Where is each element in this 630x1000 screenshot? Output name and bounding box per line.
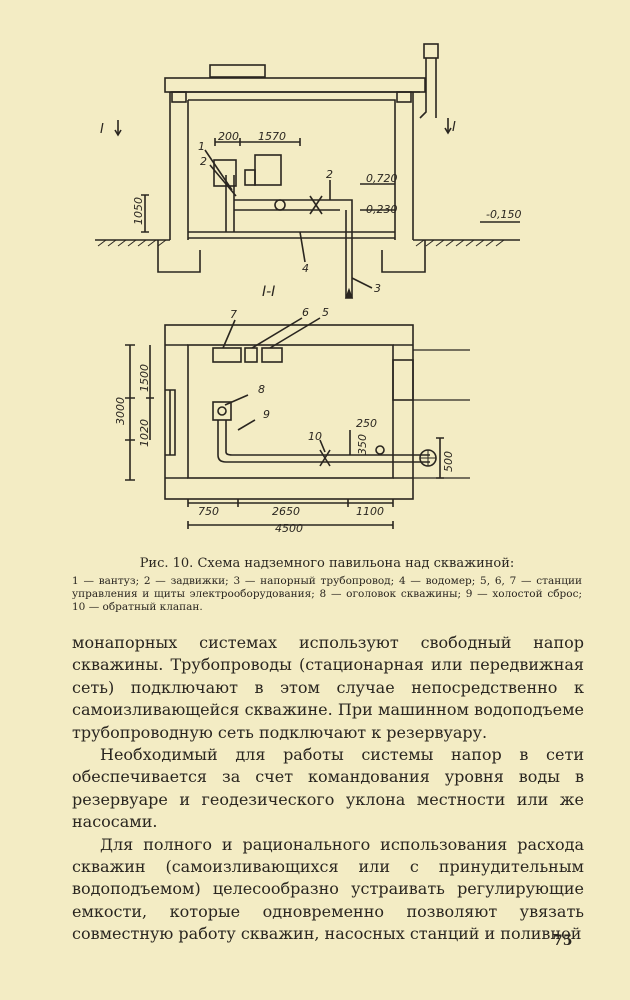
dim-1100: 1100 <box>356 505 384 518</box>
dim-4500: 4500 <box>275 522 303 535</box>
valve <box>309 195 323 215</box>
dim-2650: 2650 <box>272 505 300 518</box>
paragraph-continued: монапорных системах используют свободный… <box>72 633 584 742</box>
vent-pipe-cap <box>423 43 439 59</box>
panel-6 <box>244 347 258 363</box>
cut-label-right: I <box>452 120 456 135</box>
dim-level: -0,150 <box>486 208 521 221</box>
caption-title: Рис. 10. Схема надземного павильона над … <box>139 556 515 571</box>
plan-pipe <box>217 420 392 463</box>
callout-5: 5 <box>322 306 329 319</box>
roof-slab <box>164 77 426 93</box>
riser-pipe <box>340 199 353 298</box>
paragraph: Для полного и рационального использовани… <box>72 834 584 944</box>
callout-7: 7 <box>230 308 237 321</box>
section-label: I-I <box>262 284 275 300</box>
dim-200: 200 <box>218 130 239 143</box>
callout-4: 4 <box>302 262 309 275</box>
panel-5 <box>261 347 283 363</box>
control-panel <box>254 154 282 186</box>
check-valve <box>319 449 331 467</box>
walls <box>169 92 414 240</box>
caption-legend: 1 — вантуз; 2 — задвижки; 3 — напорный т… <box>72 575 582 613</box>
panel-7 <box>212 347 242 363</box>
callout-2b: 2 <box>326 168 333 181</box>
dim-750: 750 <box>198 505 219 518</box>
roof-vent <box>209 64 266 78</box>
body-text: монапорных системах используют свободный… <box>72 632 584 946</box>
figure-caption: Рис. 10. Схема надземного павильона над … <box>72 556 582 614</box>
callout-3: 3 <box>374 282 381 295</box>
callout-10: 10 <box>308 430 322 443</box>
foundation <box>157 240 426 273</box>
dim-250: 250 <box>356 417 377 430</box>
cut-label-left: I <box>100 122 104 137</box>
page-number: 75 <box>553 933 573 949</box>
section-view <box>95 43 520 299</box>
callout-6: 6 <box>302 306 309 319</box>
well-head-8 <box>212 401 232 421</box>
callout-1: 1 <box>198 140 205 153</box>
pavilion-diagram: I I I-I 200 1570 0,720 0,230 1050 -0,150… <box>95 43 521 535</box>
dim-0720: 0,720 <box>366 172 398 185</box>
dim-500: 500 <box>442 451 455 472</box>
dim-1020: 1020 <box>138 419 151 447</box>
plan-inner-wall <box>187 344 394 479</box>
dim-350: 350 <box>356 434 369 455</box>
plan-outer-wall <box>164 324 414 500</box>
dim-1050: 1050 <box>132 197 145 225</box>
plan-view <box>125 317 470 529</box>
callout-8: 8 <box>258 383 265 396</box>
dim-3000: 3000 <box>114 397 127 425</box>
dim-0230: 0,230 <box>366 203 398 216</box>
dim-1500: 1500 <box>138 364 151 392</box>
callout-9: 9 <box>263 408 270 421</box>
paragraph: Необходимый для работы системы напор в с… <box>72 745 584 832</box>
dim-1570: 1570 <box>258 130 286 143</box>
callout-2a: 2 <box>200 155 207 168</box>
pressure-pipe <box>234 199 340 211</box>
